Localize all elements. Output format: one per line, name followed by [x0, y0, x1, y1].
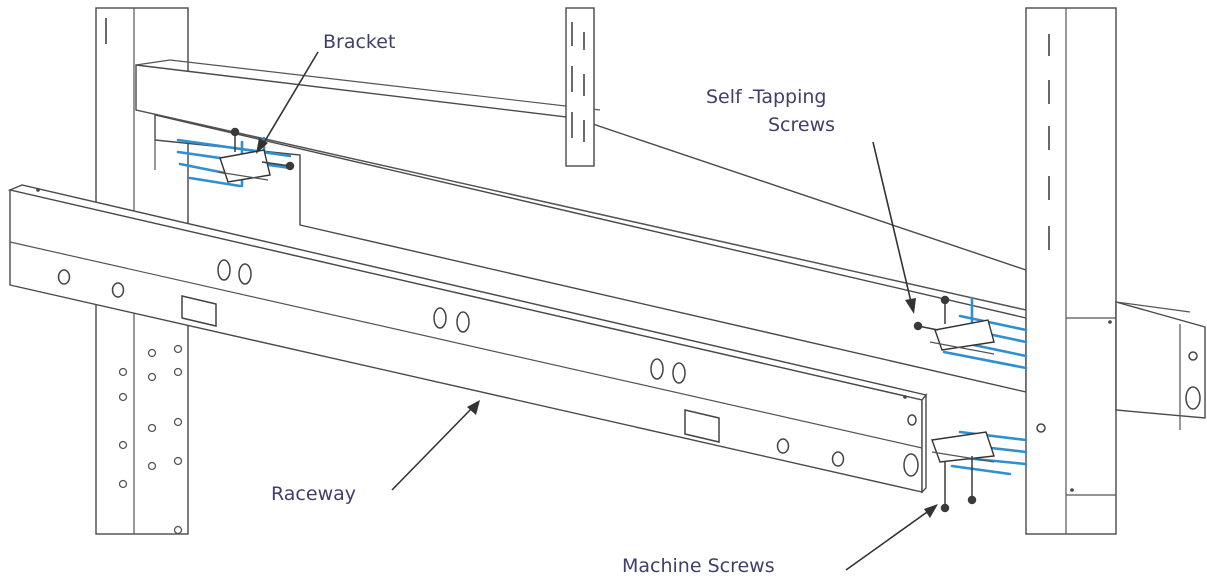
right-rack-post [1025, 7, 1117, 535]
leader-raceway [391, 400, 480, 491]
callout-self-tapping-line1: Self -Tapping [706, 86, 827, 108]
top-beam [135, 59, 1027, 393]
right-upper-bracket-assembly [913, 295, 1028, 370]
right-side-box [1115, 301, 1206, 430]
leader-bracket [256, 51, 319, 154]
raceway [7, 184, 928, 494]
right-lower-bracket-assembly [931, 430, 1028, 513]
callout-raceway: Raceway [271, 483, 356, 505]
callout-self-tapping-line2: Screws [768, 114, 836, 136]
center-post [565, 7, 595, 167]
leader-machine-screws [845, 504, 938, 571]
left-post-holes [118, 344, 183, 535]
callout-bracket: Bracket [323, 31, 396, 53]
leader-self-tapping [872, 141, 916, 314]
callout-machine-screws: Machine Screws [622, 555, 775, 577]
